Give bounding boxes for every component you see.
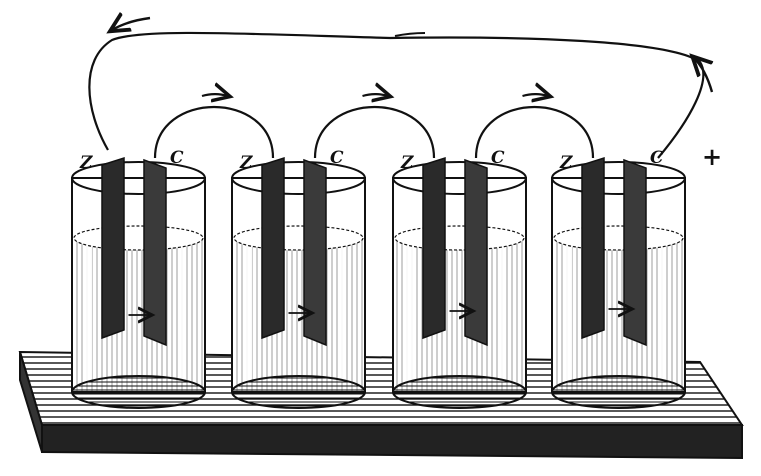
- copper-plate: [623, 158, 647, 347]
- liquid-surface: [394, 225, 525, 251]
- glass-highlight: [500, 188, 506, 382]
- zinc-plate: [101, 156, 125, 340]
- connecting-wire: [474, 105, 595, 159]
- copper-label: C: [491, 148, 505, 168]
- zinc-plate: [261, 156, 285, 340]
- arrow-icon: [522, 94, 549, 96]
- arrow-icon: [201, 94, 228, 96]
- arrow-icon: [362, 94, 389, 96]
- arrow-icon: [694, 58, 712, 93]
- arrow-icon: [112, 18, 151, 30]
- zinc-label: Z: [400, 153, 414, 173]
- jar-rim: [231, 161, 366, 195]
- plus-icon: +: [702, 142, 722, 171]
- zinc-label: Z: [79, 153, 93, 173]
- glass-highlight: [659, 188, 665, 382]
- glass-highlight: [339, 188, 345, 382]
- jar-rim: [71, 161, 206, 195]
- liquid-surface: [553, 225, 684, 251]
- connecting-wire: [313, 105, 436, 159]
- copper-plate: [464, 158, 488, 347]
- copper-plate: [143, 158, 167, 347]
- jar-bottom: [231, 375, 366, 409]
- arrow-icon: [394, 32, 426, 37]
- jar-rim: [392, 161, 527, 195]
- jar-bottom: [551, 375, 686, 409]
- jar-rim: [551, 161, 686, 195]
- return-wire: [88, 31, 705, 159]
- jar-bottom: [392, 375, 527, 409]
- jar-bottom: [71, 375, 206, 409]
- liquid-surface: [73, 225, 204, 251]
- glass-highlight: [405, 188, 413, 382]
- zinc-label: Z: [559, 153, 573, 173]
- glass-highlight: [564, 188, 572, 382]
- copper-label: C: [650, 148, 664, 168]
- liquid-surface: [233, 225, 364, 251]
- zinc-plate: [422, 156, 446, 340]
- copper-label: C: [330, 148, 344, 168]
- zinc-plate: [581, 156, 605, 340]
- glass-highlight: [84, 188, 92, 382]
- copper-plate: [303, 158, 327, 347]
- copper-label: C: [170, 148, 184, 168]
- glass-highlight: [179, 188, 185, 382]
- connecting-wire: [153, 105, 275, 159]
- glass-highlight: [244, 188, 252, 382]
- zinc-label: Z: [239, 153, 253, 173]
